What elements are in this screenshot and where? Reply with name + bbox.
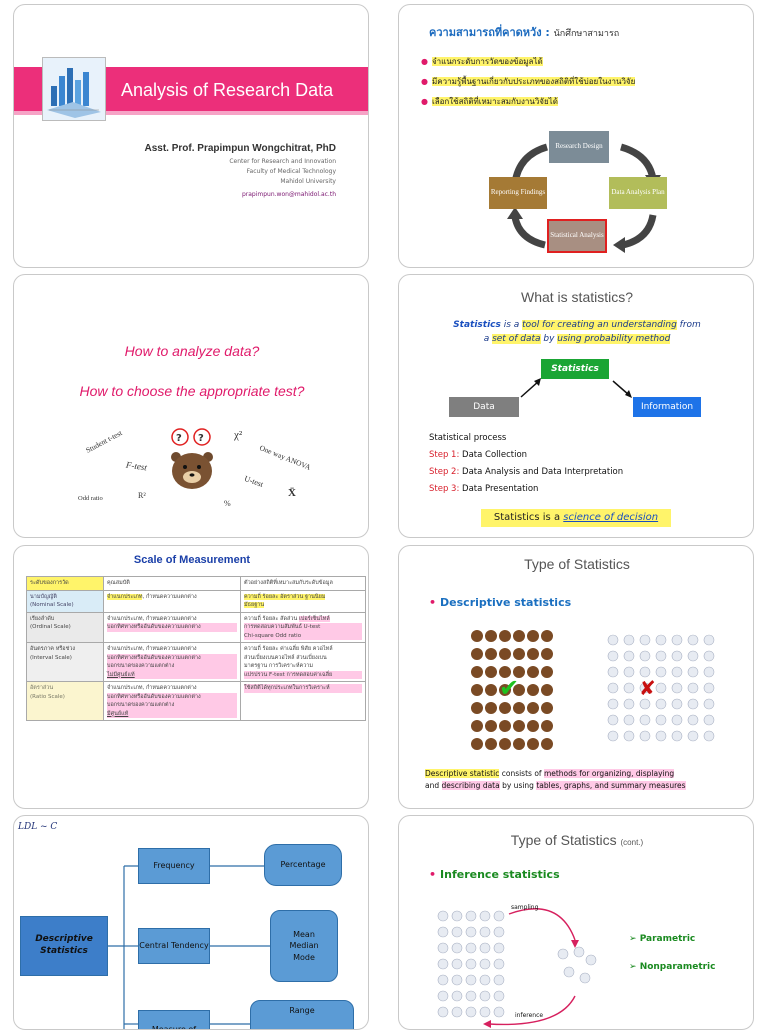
inference-heading: •Inference statistics bbox=[429, 868, 560, 881]
author-email: prapimpun.won@mahidol.ac.th bbox=[241, 191, 336, 198]
scale-table: ระดับของการวัด คุณสมบัติ ตัวอย่างสถิติที… bbox=[26, 576, 366, 722]
question-analyze: How to analyze data? bbox=[124, 343, 260, 359]
slide-questions: How to analyze data? How to choose the a… bbox=[13, 274, 369, 538]
process-step: Step 2: Data Analysis and Data Interpret… bbox=[429, 467, 624, 477]
slide-objectives: ความสามารถที่คาดหวัง : นักศึกษาสามารถ ●จ… bbox=[398, 4, 754, 268]
chart-thumbnail-icon bbox=[42, 57, 106, 121]
what-is-statistics-title: What is statistics? bbox=[520, 289, 634, 305]
box-statistics: Statistics bbox=[541, 359, 609, 379]
question-choose-test: How to choose the appropriate test? bbox=[79, 383, 305, 399]
scale-title: Scale of Measurement bbox=[133, 554, 251, 566]
central-tendency-box: Central Tendency bbox=[138, 928, 210, 964]
cross-icon: ✘ bbox=[639, 676, 656, 700]
frequency-box: Frequency bbox=[138, 848, 210, 884]
measure-of-box: Measure of bbox=[138, 1010, 210, 1029]
slide-descriptive-statistics: Type of Statistics •Descriptive statisti… bbox=[398, 545, 754, 809]
objectives-heading-text: ความสามารถที่คาดหวัง : bbox=[429, 26, 550, 39]
box-data: Data bbox=[449, 397, 519, 417]
term-chi-square: χ² bbox=[234, 429, 243, 441]
handwritten-note: LDL ~ C bbox=[18, 822, 58, 832]
inference-label: inference bbox=[515, 1012, 544, 1019]
cycle-statistical-analysis: Statistical Analysis bbox=[547, 219, 607, 253]
slide-scale-of-measurement: Scale of Measurement ระดับของการวัด คุณส… bbox=[13, 545, 369, 809]
descriptive-heading: •Descriptive statistics bbox=[429, 596, 572, 609]
objectives-heading-sub: นักศึกษาสามารถ bbox=[553, 29, 620, 39]
type-of-statistics-title: Type of Statistics (cont.) bbox=[510, 832, 644, 848]
table-header: ระดับของการวัด bbox=[26, 576, 104, 591]
objectives-heading: ความสามารถที่คาดหวัง : นักศึกษาสามารถ bbox=[429, 23, 619, 41]
type-of-statistics-title: Type of Statistics bbox=[524, 556, 630, 572]
process-step: Step 3: Data Presentation bbox=[429, 484, 539, 494]
check-icon: ✔ bbox=[499, 674, 520, 702]
affiliation-line: Center for Research and Innovation bbox=[229, 158, 336, 165]
table-row: เรียงลำดับ(Ordinal Scale) จำแนกประเภท, ก… bbox=[26, 611, 366, 644]
percentage-box: Percentage bbox=[264, 844, 342, 886]
table-header-row: ระดับของการวัด คุณสมบัติ ตัวอย่างสถิติที… bbox=[26, 576, 366, 591]
table-row: นามบัญญัติ(Nominal Scale) จำแนกประเภท, ก… bbox=[26, 589, 366, 613]
parametric-item: ➢ Parametric bbox=[629, 934, 696, 944]
affiliation-line: Faculty of Medical Technology bbox=[246, 168, 336, 175]
author-name: Asst. Prof. Prapimpun Wongchitrat, PhD bbox=[144, 143, 337, 154]
thinking-bear-icon: ? ? bbox=[171, 428, 213, 489]
population-bears-icon bbox=[437, 910, 505, 1018]
table-header: ตัวอย่างสถิติที่เหมาะสมกับระดับข้อมูล bbox=[240, 576, 366, 591]
slide-inference-statistics: Type of Statistics (cont.) •Inference st… bbox=[398, 815, 754, 1030]
term-student-t-test: Student t-test bbox=[84, 428, 124, 455]
table-row: อันตรภาค หรือช่วง(Interval Scale) จำแนกป… bbox=[26, 642, 366, 683]
svg-text:?: ? bbox=[176, 433, 182, 444]
term-x-bar: X̄ bbox=[288, 487, 296, 499]
white-bears-group-icon bbox=[607, 634, 715, 742]
brown-bears-group-icon bbox=[471, 630, 553, 750]
slide-descriptive-tree: LDL ~ C Descriptive Statistics Frequency… bbox=[13, 815, 369, 1030]
objective-item: ●จำแนกระดับการวัดของข้อมูลได้ bbox=[421, 57, 543, 66]
slide-title: Analysis of Research Data Asst. Prof. Pr… bbox=[13, 4, 369, 268]
objective-item: ●เลือกใช้สถิติที่เหมาะสมกับงานวิจัยได้ bbox=[421, 97, 558, 106]
descriptive-statistics-box: Descriptive Statistics bbox=[20, 916, 108, 976]
process-title: Statistical process bbox=[429, 433, 507, 443]
term-f-test: F-test bbox=[125, 459, 148, 473]
statistics-definition: Statistics is a tool for creating an und… bbox=[453, 320, 701, 344]
cycle-research-design: Research Design bbox=[549, 131, 609, 163]
slide-title-text: Analysis of Research Data bbox=[121, 80, 334, 100]
affiliation-line: Mahidol University bbox=[280, 178, 336, 185]
sampling-label: sampling bbox=[511, 904, 539, 911]
science-of-decision: Statistics is a science of decision bbox=[481, 509, 671, 527]
cycle-data-analysis-plan: Data Analysis Plan bbox=[609, 177, 667, 209]
nonparametric-item: ➢ Nonparametric bbox=[629, 962, 716, 972]
cycle-reporting-findings: Reporting Findings bbox=[489, 177, 547, 209]
term-percent: % bbox=[224, 499, 231, 508]
term-one-way-anova: One way ANOVA bbox=[258, 443, 313, 472]
slide-what-is-statistics: What is statistics? Statistics is a tool… bbox=[398, 274, 754, 538]
process-step: Step 1: Data Collection bbox=[429, 450, 528, 460]
term-odd-ratio: Odd ratio bbox=[78, 495, 103, 502]
objective-item: ●มีความรู้พื้นฐานเกี่ยวกับประเภทของสถิติ… bbox=[421, 77, 636, 86]
box-information: Information bbox=[633, 397, 701, 417]
term-r-squared: R² bbox=[138, 491, 146, 500]
flow-arrows-icon bbox=[520, 378, 632, 398]
svg-text:?: ? bbox=[198, 433, 204, 444]
table-header: คุณสมบัติ bbox=[103, 576, 241, 591]
table-row: อัตราส่วน(Ratio Scale) จำแนกประเภท, กำหน… bbox=[26, 681, 366, 722]
sample-bears-icon bbox=[557, 946, 597, 984]
title-band-accent bbox=[14, 111, 368, 115]
term-u-test: U-test bbox=[243, 473, 265, 490]
sampling-inference-arrows bbox=[483, 908, 579, 1028]
range-box: Range bbox=[250, 1000, 354, 1029]
descriptive-definition: Descriptive statistic consists of method… bbox=[425, 769, 686, 790]
